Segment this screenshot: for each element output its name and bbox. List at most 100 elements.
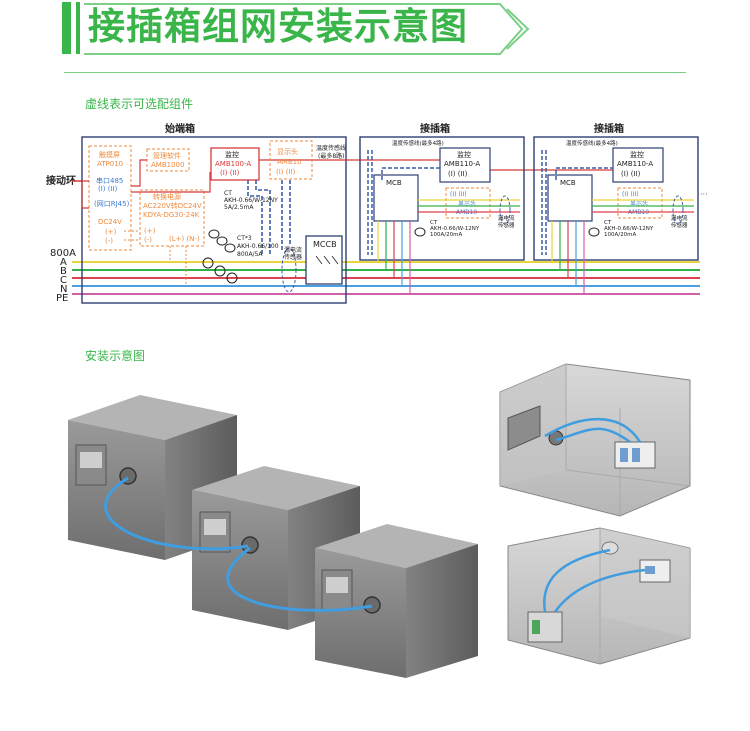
- display-head-port: [363, 596, 381, 614]
- continuation-dots: ···: [700, 190, 708, 199]
- cutaway-right-wall: [600, 528, 690, 638]
- display-head-box: [269, 140, 313, 180]
- plug-box-1-display-ports: (I) (II): [450, 191, 467, 198]
- ct-spec: AKH-0.66/W-12NY: [224, 197, 278, 204]
- touchscreen-model: ATP010: [97, 160, 123, 168]
- plug-box-1-mcb: [373, 174, 419, 222]
- monitor-ports: (I) (II): [220, 169, 240, 177]
- cabinet-cutaway-1: [499, 363, 691, 517]
- plug-box-2-ct-spec2: 100A/20mA: [604, 232, 636, 238]
- display-model: AMB10: [277, 158, 302, 166]
- monitor-screen: [80, 452, 102, 468]
- minus-terminal: (-): [105, 237, 113, 245]
- bus-label-pe: PE: [56, 293, 68, 304]
- cabinet-front: [192, 490, 288, 630]
- plug-box-2-mcb-label: MCB: [560, 179, 576, 187]
- bus-label-a: A: [60, 257, 67, 268]
- internal-cable: [553, 568, 646, 613]
- ct-coil: [208, 229, 220, 239]
- plug-box-1-temp-lines: [367, 150, 440, 255]
- plug-box-2-monitor-model: AMB110-A: [617, 160, 653, 168]
- mgmt-software-label: 管理软件: [153, 151, 181, 160]
- temp-line-label-2: (最多8路): [318, 152, 345, 160]
- wiring-section-label: 虚线表示可选配组件: [85, 97, 194, 111]
- serial-ports: (I) (II): [98, 185, 118, 193]
- monitor-model: AMB100-A: [215, 160, 251, 168]
- monitor-label: 监控: [225, 150, 239, 159]
- plug-box-1-title: 接插箱: [420, 122, 450, 135]
- plug-box-1-leak-2: 传感器: [498, 221, 515, 229]
- power-minus: (-): [144, 236, 152, 244]
- plug-box-2-monitor: [612, 147, 664, 183]
- display-label: 显示头: [277, 147, 298, 156]
- ct3-coil: [214, 265, 226, 277]
- monitor-screen: [326, 577, 348, 593]
- divider: [64, 72, 686, 73]
- plug-box-1-ct-spec2: 100A/20mA: [430, 232, 462, 238]
- ring-label: 接动环: [46, 174, 76, 187]
- monitor-terminal: [645, 566, 655, 574]
- leak-label: 漏电流: [284, 246, 302, 254]
- page-title: 接插箱组网安装示意图: [88, 5, 468, 48]
- cabinet-side: [406, 544, 478, 678]
- ct3-label: CT*3: [237, 235, 252, 242]
- install-diagram: [68, 363, 691, 678]
- plug-box-2-leak: 漏电流: [671, 214, 688, 222]
- ct3-coil: [202, 257, 214, 269]
- title-banner-frame: [62, 2, 530, 55]
- power-plus: (+): [144, 227, 156, 235]
- plug-box-1-monitor-ports: (I) (II): [448, 170, 468, 178]
- plus-terminal: (+): [105, 228, 117, 236]
- cabinet-top: [192, 466, 360, 510]
- network-cable-1: [104, 476, 249, 551]
- start-box-title: 始端箱: [165, 122, 195, 135]
- ct-coils: [202, 229, 238, 284]
- cabinet-front: [68, 420, 165, 560]
- monitor-screen: [204, 519, 226, 535]
- ct3-spec2: 800A/5A: [237, 251, 263, 258]
- meter-terminal: [532, 620, 540, 634]
- mgmt-software-model: AMB1000: [151, 161, 184, 169]
- power-box: [139, 189, 205, 247]
- internal-cable: [543, 548, 611, 613]
- mccb-contact: [315, 255, 323, 265]
- bus-label-c: C: [60, 275, 67, 286]
- ct-coil: [224, 243, 236, 253]
- display-head-port: [241, 536, 259, 554]
- internal-cable: [555, 427, 631, 444]
- bus-label-n: N: [60, 284, 67, 295]
- plug-box-2-ct-spec: AKH-0.66/W-12NY: [604, 226, 654, 232]
- plug-box-1-leak: 漏电流: [498, 214, 515, 222]
- ct3-coil: [226, 272, 238, 284]
- title-chevron: [506, 8, 530, 50]
- plug-box-1-ct-coil: [414, 227, 426, 237]
- plug-box-1-leak-sensor: [499, 195, 511, 225]
- power-model: KDYA-DG30-24K: [143, 211, 200, 219]
- title-accent-bar-thin: [76, 2, 80, 54]
- cabinet-cutaway-2: [507, 527, 691, 665]
- plug-box-2-ct: CT: [604, 220, 612, 226]
- display-ports: (I) (II): [276, 168, 296, 176]
- plug-box-1-temp: 温度传感线(最多4路): [392, 139, 444, 147]
- plug-box-2-display-label: 显示头: [630, 199, 648, 207]
- plug-box-1-branch: [377, 199, 520, 294]
- ct-label: CT: [224, 190, 232, 197]
- power-title: 转换电源: [153, 192, 181, 201]
- mccb-label: MCCB: [313, 240, 337, 249]
- plug-box-2-leak-sensor: [672, 195, 684, 225]
- dc24-label: DC24V: [98, 218, 122, 226]
- power-spec: AC220V转DC24V: [143, 201, 202, 210]
- plug-box-1: [359, 136, 525, 261]
- monitor-wire: [131, 172, 211, 193]
- bus-label-b: B: [60, 266, 67, 277]
- plug-box-1-ct: CT: [430, 220, 438, 226]
- plug-box-2-temp-lines: [541, 150, 613, 255]
- title-accent-bar: [62, 2, 71, 54]
- serial-label: 串口485: [96, 177, 123, 185]
- touchscreen-label: 触摸屏: [99, 150, 120, 159]
- plug-box-2-branch: [551, 199, 694, 294]
- plug-box-1-monitor-model: AMB110-A: [444, 160, 480, 168]
- cabinet-front: [315, 548, 406, 678]
- plug-box-2-display-ports: (I) (II): [622, 191, 639, 198]
- plug-box-2-display: [617, 187, 663, 219]
